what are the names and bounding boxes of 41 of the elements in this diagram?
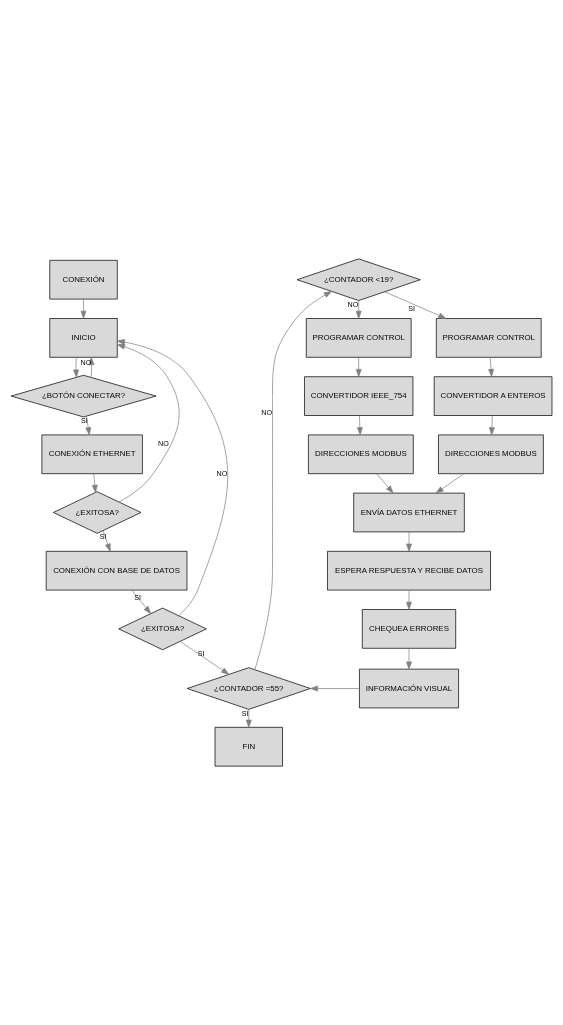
arrow bbox=[488, 357, 494, 377]
node-box: CONVERTIDOR A ENTEROS bbox=[433, 376, 553, 416]
node-box: CONEXIÓN bbox=[49, 259, 118, 300]
arrow bbox=[355, 300, 362, 319]
node-box: INICIO bbox=[49, 318, 118, 358]
node-diamond: ¿BOTÓN CONECTAR? bbox=[10, 374, 157, 418]
node-box: CONEXIÓN ETHERNET bbox=[41, 434, 143, 475]
arrow bbox=[435, 473, 465, 494]
arrow bbox=[91, 473, 98, 493]
node-box: CHEQUEA ERRORES bbox=[361, 609, 457, 649]
arrow bbox=[85, 416, 92, 436]
node-box: CONEXIÓN CON BASE DE DATOS bbox=[45, 550, 188, 591]
arrow bbox=[73, 357, 79, 378]
node-box: FIN bbox=[214, 726, 283, 767]
arrow bbox=[355, 357, 362, 377]
node-box: PROGRAMAR CONTROL bbox=[435, 318, 542, 358]
node-box: CONVERTIDOR IEEE_754 bbox=[304, 376, 414, 416]
arrow bbox=[357, 415, 363, 436]
node-box: DIRECCIONES MODBUS bbox=[308, 434, 414, 475]
arrow bbox=[376, 473, 394, 494]
arrow bbox=[406, 531, 412, 552]
arrow bbox=[245, 709, 252, 728]
arrow bbox=[179, 641, 230, 675]
arrow bbox=[406, 589, 412, 610]
arrow bbox=[489, 415, 495, 436]
node-box: INFORMACIÓN VISUAL bbox=[359, 668, 459, 709]
node-box: ESPERA RESPUESTA Y RECIBE DATOS bbox=[327, 550, 491, 591]
arrow bbox=[117, 339, 229, 617]
arrow bbox=[384, 291, 447, 319]
arrow bbox=[117, 343, 180, 503]
node-diamond: ¿EXITOSA? bbox=[53, 491, 142, 534]
node-box: ENVÍA DATOS ETHERNET bbox=[353, 492, 465, 533]
arrow bbox=[310, 685, 360, 692]
node-box: DIRECCIONES MODBUS bbox=[438, 434, 544, 475]
arrow bbox=[80, 298, 87, 319]
arrow bbox=[88, 357, 95, 378]
node-box: PROGRAMAR CONTROL bbox=[305, 318, 412, 358]
arrow bbox=[102, 530, 111, 552]
arrow bbox=[254, 291, 332, 671]
arrow bbox=[406, 648, 412, 670]
arrow bbox=[131, 589, 152, 614]
